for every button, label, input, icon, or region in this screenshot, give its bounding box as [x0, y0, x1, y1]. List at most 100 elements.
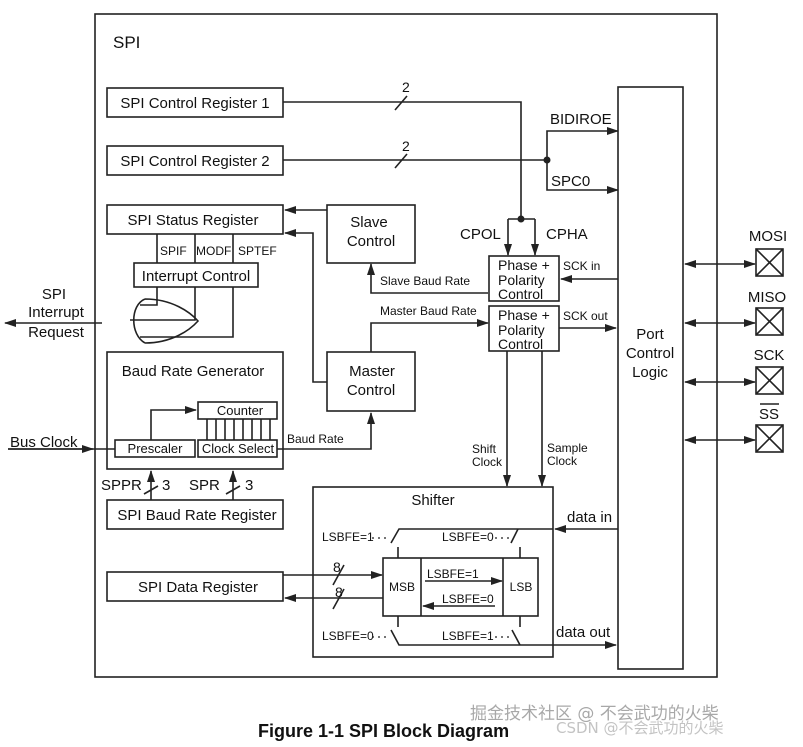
data-register-label: SPI Data Register: [138, 579, 258, 596]
data-out-bus: [390, 629, 617, 649]
phase-polarity-control-in: [488, 255, 560, 302]
phase-polarity-in-label-2: Polarity: [498, 272, 545, 288]
sample-clock-label-1: Sample: [547, 441, 588, 455]
prescaler-label: Prescaler: [128, 441, 184, 456]
pin-sck: SCK: [684, 347, 784, 395]
data-out-width: 8: [335, 584, 343, 600]
watermark-juejin: 掘金技术社区 @ 不会武功的火柴: [470, 704, 719, 724]
cr2-bus-slash: [394, 153, 408, 169]
slave-control-label-2: Control: [347, 233, 395, 250]
control-register-1-label: SPI Control Register 1: [120, 95, 269, 112]
modf-label: MODF: [196, 244, 231, 258]
baud-rate-register: [106, 499, 284, 530]
pin-miso: MISO: [684, 289, 786, 336]
phase-polarity-control-out: [488, 305, 560, 352]
spi-container-label: SPI: [113, 33, 140, 52]
slave-control-label-1: Slave: [350, 214, 388, 231]
lsbfe-0-bottom-left-label: LSBFE=0: [322, 629, 374, 643]
sck-out-label: SCK out: [563, 309, 608, 323]
modf-to-or: [130, 287, 196, 321]
slave-baud-rate-arrow: [367, 263, 488, 294]
counter-label: Counter: [217, 403, 264, 418]
pin-mosi: MOSI: [684, 228, 787, 277]
control-register-2-label: SPI Control Register 2: [120, 153, 269, 170]
lsbfe-1-bottom-right-label: LSBFE=1: [442, 629, 494, 643]
lsbfe-1-top-left-label: LSBFE=1: [322, 530, 374, 544]
sptef-label: SPTEF: [238, 244, 277, 258]
phase-polarity-in-label-3: Control: [498, 286, 543, 302]
spc0-label: SPC0: [551, 173, 590, 190]
cpha-label: CPHA: [546, 226, 588, 243]
baud-rate-generator-label: Baud Rate Generator: [122, 363, 265, 380]
interrupt-request-label-3: Request: [28, 324, 85, 341]
interrupt-control-label: Interrupt Control: [142, 268, 250, 285]
shifter-label: Shifter: [411, 492, 454, 509]
data-in-label: data in: [567, 509, 612, 526]
port-control-logic: [617, 86, 684, 670]
figure-caption: Figure 1-1 SPI Block Diagram: [258, 721, 509, 741]
pin-miso-label: MISO: [748, 289, 786, 306]
phase-polarity-in-label-1: Phase +: [498, 257, 550, 273]
control-register-1: [106, 87, 284, 118]
cr1-bus-line: [283, 101, 522, 219]
shift-clock-label-1: Shift: [472, 442, 497, 456]
clock-select-label: Clock Select: [202, 441, 275, 456]
master-control: [326, 351, 416, 412]
data-out-width-slash: [332, 588, 345, 610]
pin-ss-label: SS: [759, 406, 779, 423]
interrupt-request-label-1: SPI: [42, 286, 66, 303]
sample-clock-label-2: Clock: [547, 454, 578, 468]
baud-rate-arrow: [277, 412, 375, 450]
baud-rate-label: Baud Rate: [287, 432, 344, 446]
port-control-label-1: Port: [636, 326, 664, 343]
phase-polarity-out-label-3: Control: [498, 336, 543, 352]
data-register: [106, 571, 284, 602]
lsbfe-0-top-right-label: LSBFE=0: [442, 530, 494, 544]
cr1-bus-slash: [394, 95, 408, 111]
bidiroe-arrow: [546, 127, 619, 160]
phase-polarity-out-label-2: Polarity: [498, 322, 545, 338]
sppr-width: 3: [162, 477, 170, 494]
prescaler-to-counter-arrow: [150, 406, 197, 440]
master-baud-rate-label: Master Baud Rate: [380, 304, 477, 318]
cr2-bus-width: 2: [402, 138, 410, 154]
counter-select-lines: [206, 419, 271, 440]
bus-clock-label: Bus Clock: [10, 434, 78, 451]
spr-width: 3: [245, 477, 253, 494]
sppr-label: SPPR: [101, 477, 142, 494]
spr-label: SPR: [189, 477, 220, 494]
data-in-width-slash: [332, 564, 345, 586]
shift-clock-label-2: Clock: [472, 455, 503, 469]
spif-to-or: [140, 287, 158, 306]
bidiroe-label: BIDIROE: [550, 111, 612, 128]
interrupt-control: [133, 262, 259, 288]
master-to-status-arrow: [284, 229, 327, 383]
slave-control: [326, 204, 416, 264]
data-in-lsb-switch: [510, 528, 519, 544]
port-control-label-3: Logic: [632, 364, 668, 381]
cpol-label: CPOL: [460, 226, 501, 243]
status-register-label: SPI Status Register: [128, 212, 259, 229]
cr1-bus-width: 2: [402, 79, 410, 95]
lsbfe-0-shift-label: LSBFE=0: [442, 592, 494, 606]
spr-slash: [225, 485, 241, 495]
sptef-to-or: [140, 287, 234, 338]
counter: [197, 401, 278, 420]
lsbfe-1-shift-label: LSBFE=1: [427, 567, 479, 581]
data-in-bus: [390, 528, 553, 544]
spif-label: SPIF: [160, 244, 187, 258]
spc0-arrow: [546, 160, 619, 194]
master-control-label-2: Control: [347, 382, 395, 399]
msb-label: MSB: [389, 580, 415, 594]
master-control-label-1: Master: [349, 363, 395, 380]
sppr-slash: [143, 485, 159, 495]
data-out-label: data out: [556, 624, 611, 641]
pin-mosi-label: MOSI: [749, 228, 787, 245]
slave-baud-rate-label: Slave Baud Rate: [380, 274, 470, 288]
watermark-csdn: CSDN @不会武功的火柴: [556, 719, 724, 737]
master-baud-rate-arrow: [370, 319, 489, 352]
data-in-width: 8: [333, 559, 341, 575]
control-register-2: [106, 145, 284, 176]
interrupt-request-label-2: Interrupt: [28, 304, 85, 321]
